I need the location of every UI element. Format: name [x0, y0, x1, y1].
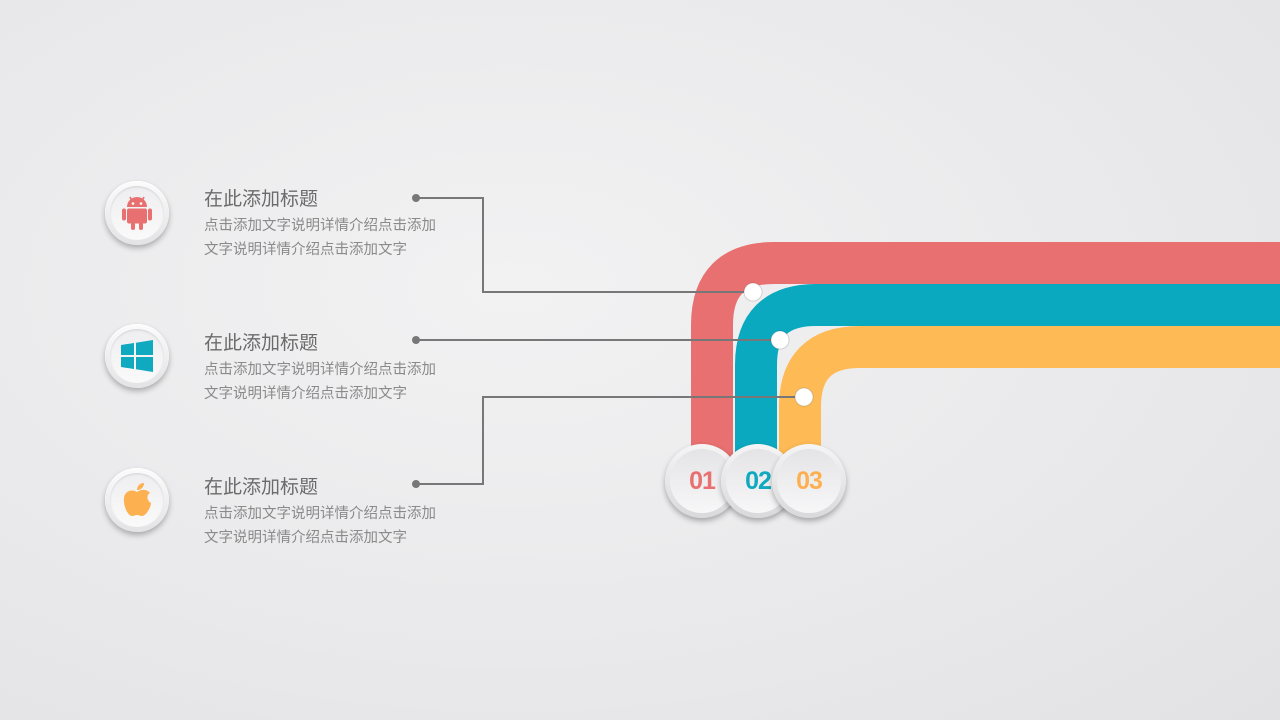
band-orange — [779, 326, 1280, 460]
number-label-02: 02 — [745, 466, 772, 495]
connector-3 — [416, 396, 804, 485]
connector-end-dot-2 — [770, 330, 790, 350]
item-1-title: 在此添加标题 — [204, 188, 319, 210]
item-3-title: 在此添加标题 — [204, 476, 319, 498]
android-icon — [122, 196, 152, 230]
item-2-title: 在此添加标题 — [204, 332, 319, 354]
apple-icon-badge — [105, 468, 169, 532]
connector-start-dot-3 — [412, 480, 420, 488]
android-icon-badge — [105, 181, 169, 245]
band-teal — [735, 284, 1280, 460]
number-label-01: 01 — [689, 466, 716, 495]
apple-icon — [123, 483, 151, 516]
connector-1 — [416, 197, 753, 293]
windows-icon-badge — [105, 324, 169, 388]
connector-start-dot-1 — [412, 194, 420, 202]
connector-end-dot-3 — [794, 387, 814, 407]
item-1-body: 点击添加文字说明详情介绍点击添加文字说明详情介绍点击添加文字 — [204, 218, 436, 258]
item-2-body: 点击添加文字说明详情介绍点击添加文字说明详情介绍点击添加文字 — [204, 362, 436, 402]
number-label-03: 03 — [796, 466, 823, 495]
connector-start-dot-2 — [412, 336, 420, 344]
windows-icon — [121, 340, 153, 372]
item-3-body: 点击添加文字说明详情介绍点击添加文字说明详情介绍点击添加文字 — [204, 506, 436, 546]
band-red — [691, 242, 1280, 460]
connector-end-dot-1 — [743, 282, 763, 302]
number-badge-03: 03 — [772, 444, 846, 518]
